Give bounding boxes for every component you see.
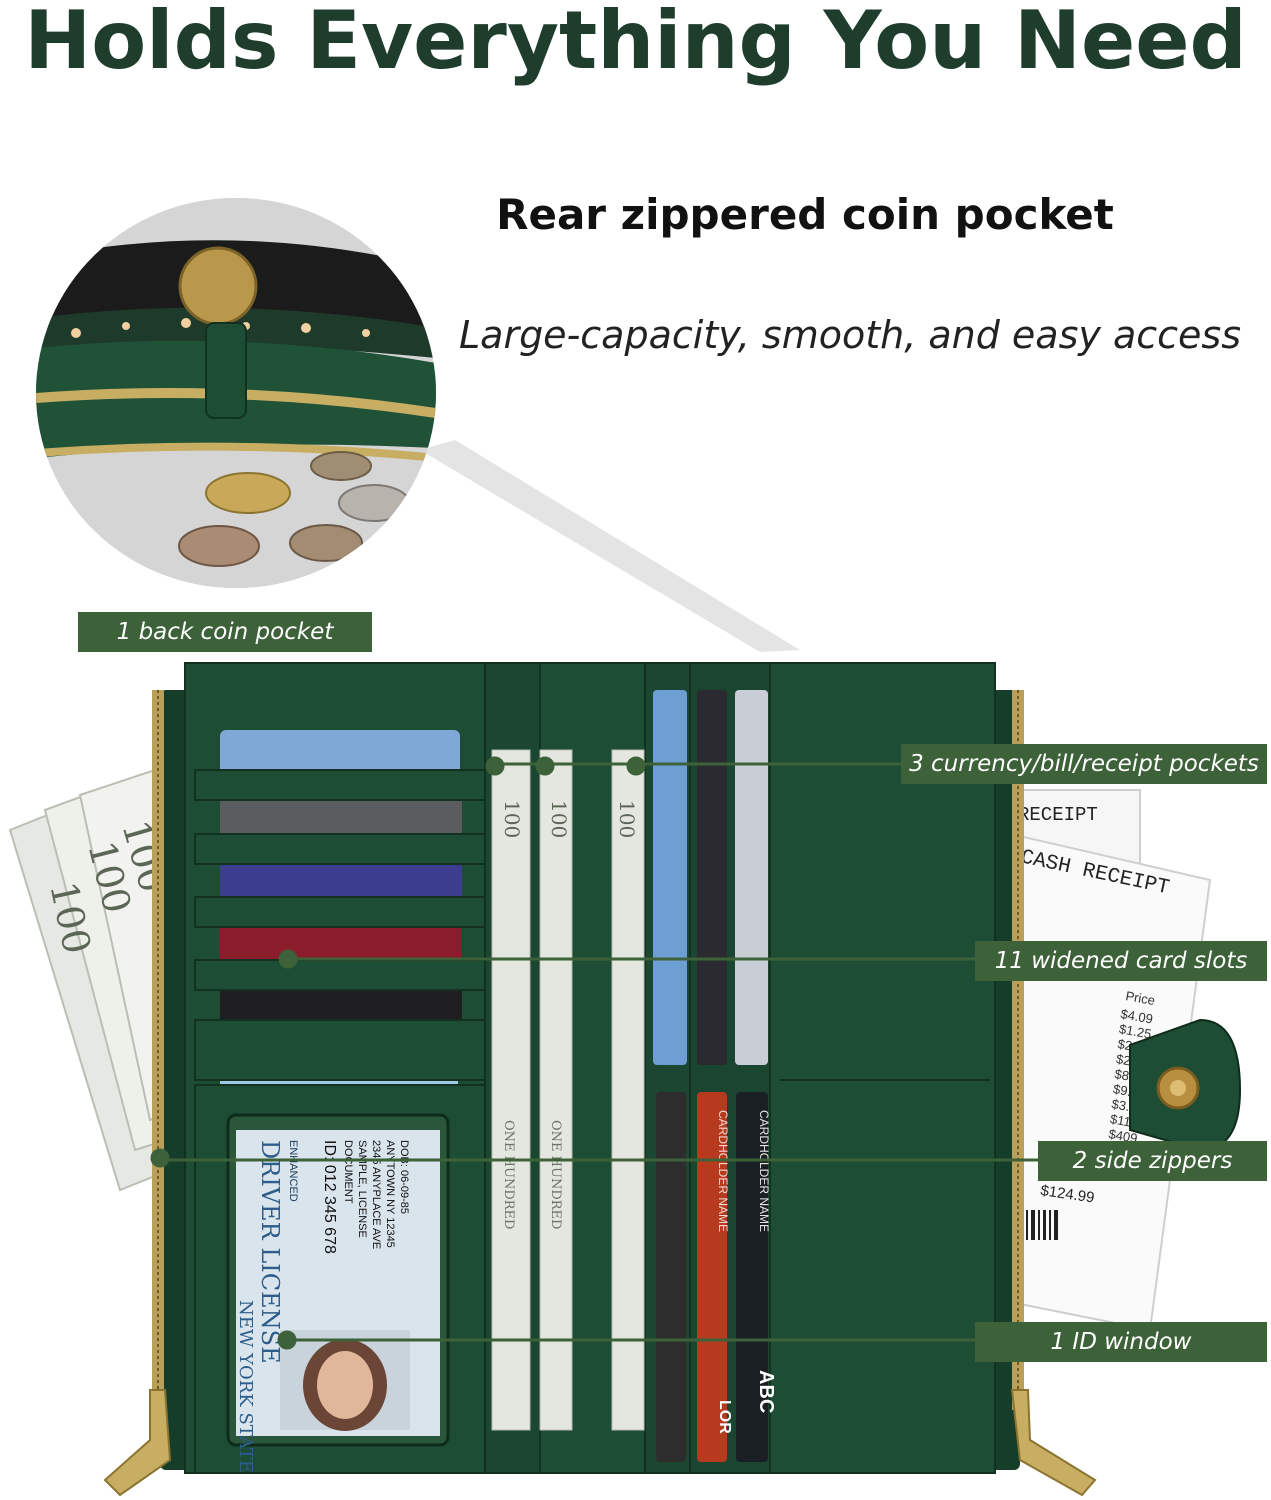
card-lor: LOR: [716, 1400, 733, 1434]
receipt-price-label: Price: [1124, 988, 1156, 1008]
receipt-price: $2.55: [1115, 1051, 1150, 1071]
id-state: NEW YORK STATE: [235, 1300, 256, 1473]
zoom-pointer: [420, 440, 800, 652]
id-doc-line: ANYTOWN NY 12345: [384, 1140, 396, 1248]
receipt-price: $4.09: [1119, 1006, 1154, 1026]
zipper-pull-left: [103, 1389, 172, 1497]
id-window: [236, 1130, 440, 1436]
receipt-price: $3.95: [1110, 1096, 1145, 1116]
zipper-pull-right: [1010, 1389, 1097, 1497]
id-number: ID: 012 345 678: [321, 1140, 338, 1254]
id-doc-line: DOCUMENT: [342, 1140, 354, 1204]
receipt-price: $110: [1109, 1111, 1139, 1131]
banknotes-left: 100 100 100: [8, 763, 232, 1192]
callout-id-window: 1 ID window: [975, 1322, 1267, 1362]
svg-text:ONE HUNDRED: ONE HUNDRED: [548, 1120, 563, 1229]
card-abc: ABC: [755, 1370, 777, 1413]
receipt-header: RECEIPT: [1018, 804, 1098, 826]
feature-title: Rear zippered coin pocket: [496, 190, 1114, 239]
receipts: RECEIPT CASH RECEIPT Price $4.09$1.25$2.…: [998, 789, 1212, 1332]
svg-text:100: 100: [615, 800, 639, 838]
svg-text:CARDHOLDER NAME: CARDHOLDER NAME: [716, 1110, 730, 1232]
id-license-title: DRIVER LICENSE: [256, 1140, 284, 1364]
svg-text:100: 100: [500, 800, 524, 838]
svg-text:100: 100: [113, 815, 175, 897]
feature-subtitle: Large-capacity, smooth, and easy access: [458, 313, 1242, 357]
banknote-word: ONE HUNDRED: [501, 1120, 516, 1229]
id-doc-line: 2345 ANYPLACE AVE: [370, 1140, 382, 1249]
barcode: [1020, 1210, 1058, 1240]
receipt-price: $2.15: [1116, 1036, 1151, 1056]
svg-text:100: 100: [547, 800, 571, 838]
right-zipper: [1012, 690, 1024, 1410]
snap-tab: [1129, 1018, 1242, 1152]
callout-card-slots: 11 widened card slots: [975, 941, 1267, 981]
left-zipper: [152, 690, 164, 1410]
receipt-prices: $4.09$1.25$2.15$2.55$8.99$9.29$3.95$110$…: [1107, 1006, 1154, 1146]
id-doc-line: SAMPLE, LICENSE: [356, 1140, 368, 1238]
receipt-title: CASH RECEIPT: [1019, 846, 1172, 900]
svg-text:100: 100: [79, 837, 139, 918]
snap-button: [1156, 1066, 1200, 1110]
id-doc-line: DOB: 06-09-85: [398, 1140, 410, 1214]
receipt-total: $124.99: [1039, 1182, 1095, 1206]
card-holder-name: CARDHOLDER NAME: [757, 1110, 771, 1232]
callout-coin-pocket: 1 back coin pocket: [78, 612, 372, 652]
callout-bill-pockets: 3 currency/bill/receipt pockets: [901, 744, 1267, 784]
receipt-price: $1.25: [1118, 1021, 1153, 1041]
wallet: 100 100 100 ONE HUNDRED ONE HUNDRED CARD…: [103, 662, 1242, 1497]
callout-side-zippers: 2 side zippers: [1038, 1141, 1267, 1181]
id-enhanced: ENHANCED: [287, 1140, 299, 1202]
receipt-price: $8.99: [1113, 1066, 1148, 1086]
banknote-denomination: 100: [41, 878, 99, 958]
headline: Holds Everything You Need: [24, 0, 1247, 87]
coin-pocket-zoom: [36, 198, 436, 588]
coin-icon: [178, 246, 258, 326]
receipt-price: $9.29: [1112, 1081, 1147, 1101]
